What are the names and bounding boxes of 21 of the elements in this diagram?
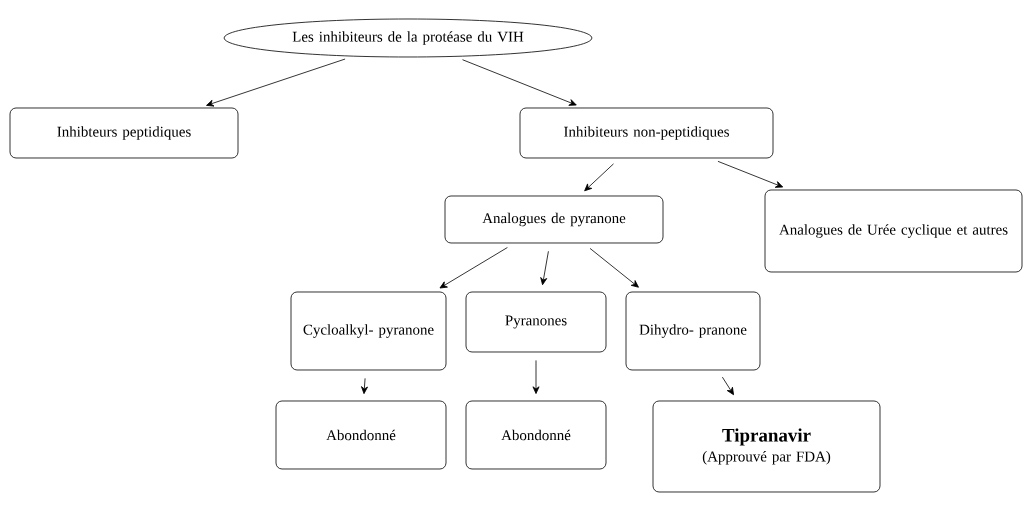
arrow [462,59,577,106]
arrow [717,160,784,188]
category-box: Dihydro- pranone [625,291,761,371]
category-box: Cycloalkyl- pyranone [290,291,447,371]
category-box: Inhibteurs peptidiques [9,107,239,159]
category-box: Analogues de pyranone [444,195,664,244]
category-box: Analogues de Urée cyclique et autres [764,189,1023,273]
category-box: Pyranones [465,291,607,353]
arrow [540,250,549,286]
category-box: Abondonné [275,400,447,470]
arrow [439,247,508,289]
arrow [361,377,368,395]
category-box: Abondonné [465,400,607,470]
arrow [722,376,734,396]
arrow [584,163,614,192]
ellipse-node: Les inhibiteurs de la protéase du VIH [223,18,593,58]
category-box: Tipranavir (Approuvé par FDA) [652,400,881,493]
arrow [589,248,639,288]
category-box: Inhibiteurs non-peptidiques [519,107,774,159]
arrow [206,58,346,107]
arrow [532,360,540,394]
